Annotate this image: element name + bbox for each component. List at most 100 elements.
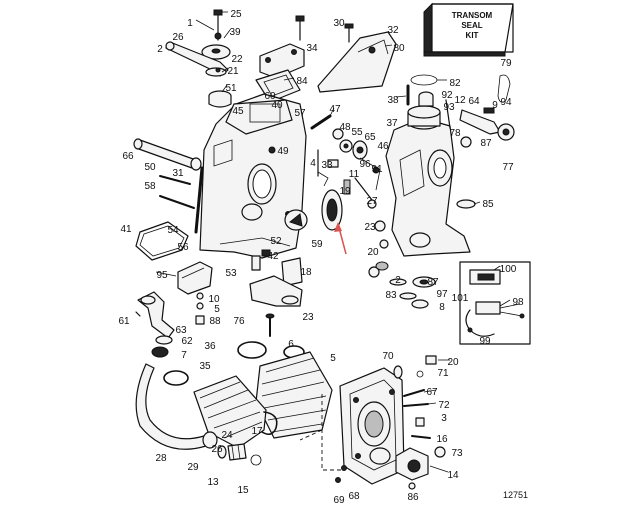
callout-c86: 86 <box>407 492 419 503</box>
callout-c25: 25 <box>230 9 242 20</box>
callout-c70: 70 <box>382 351 394 362</box>
callout-c55: 55 <box>351 127 363 138</box>
callout-c30: 30 <box>333 18 345 29</box>
callout-c29: 29 <box>187 462 199 473</box>
transom-plate <box>339 367 405 485</box>
top-cover <box>317 23 397 93</box>
center-small-parts <box>195 249 303 325</box>
callout-c88: 88 <box>209 316 221 327</box>
gasket-56 <box>135 221 189 261</box>
callout-c3: 3 <box>441 413 447 424</box>
callout-c60: 60 <box>264 91 276 102</box>
transom-hardware <box>335 355 446 490</box>
callout-c54: 54 <box>167 225 179 236</box>
callout-c42: 42 <box>267 251 279 262</box>
callout-c24: 24 <box>221 430 233 441</box>
callout-c11: 11 <box>349 169 360 180</box>
callout-c77: 77 <box>502 162 514 173</box>
callout-c79: 79 <box>500 58 512 69</box>
callout-c64: 64 <box>468 96 480 107</box>
callout-c23_top: 23 <box>364 222 376 233</box>
callout-c19: 19 <box>339 186 351 197</box>
callout-c48: 48 <box>339 122 351 133</box>
callout-c76: 76 <box>233 316 245 327</box>
callout-c83: 83 <box>385 290 397 301</box>
callout-c82: 82 <box>449 78 461 89</box>
callout-c61: 61 <box>118 316 130 327</box>
callout-c50: 50 <box>144 162 156 173</box>
kit-title-line1: TRANSOM <box>452 11 493 20</box>
callout-c58: 58 <box>144 181 156 192</box>
callout-c41: 41 <box>120 224 132 235</box>
u-joint-bellows <box>255 351 333 439</box>
callout-c10: 10 <box>208 294 220 305</box>
callout-c8: 8 <box>439 302 445 313</box>
callout-c35: 35 <box>199 361 211 372</box>
callout-c13: 13 <box>207 477 219 488</box>
callout-c62: 62 <box>181 336 193 347</box>
callout-c23_mid: 23 <box>302 312 314 323</box>
callout-c26_bot: 26 <box>211 444 223 455</box>
callout-c6: 6 <box>288 339 294 350</box>
upper-right-hardware <box>406 74 515 148</box>
callout-c20_bot: 20 <box>447 357 459 368</box>
callout-c7: 7 <box>181 350 187 361</box>
callout-c68: 68 <box>348 491 360 502</box>
callout-c51: 51 <box>225 83 237 94</box>
trim-sender-module <box>459 261 531 345</box>
callout-c85: 85 <box>482 199 494 210</box>
kit-title-line3: KIT <box>466 31 479 40</box>
callout-c87_mid: 87 <box>427 277 439 288</box>
callout-c2_mid: 2 <box>395 275 401 286</box>
callout-c5_top: 5 <box>214 304 220 315</box>
leader-lines <box>155 11 511 473</box>
hose-fitting <box>217 443 262 466</box>
callout-c67: 67 <box>426 387 438 398</box>
callout-c17: 17 <box>251 426 263 437</box>
callout-c26: 26 <box>172 32 184 43</box>
callout-c49: 49 <box>277 146 289 157</box>
callout-c18: 18 <box>300 267 312 278</box>
callout-c84: 84 <box>296 76 308 87</box>
callout-c45: 45 <box>232 106 244 117</box>
small-hardware-cluster <box>317 128 389 249</box>
transom-seal-kit-box: TRANSOM SEAL KIT <box>423 2 514 57</box>
callout-c94: 94 <box>500 97 512 108</box>
callout-c34: 34 <box>306 43 318 54</box>
bell-housing <box>385 105 471 257</box>
callout-c92: 92 <box>441 90 453 101</box>
callout-c36: 36 <box>204 341 216 352</box>
callout-c39: 39 <box>229 27 241 38</box>
callout-c72: 72 <box>438 400 450 411</box>
callout-c101: 101 <box>452 293 469 304</box>
callout-c14: 14 <box>447 470 459 481</box>
callout-c47: 47 <box>329 104 341 115</box>
callout-c73: 73 <box>451 448 463 459</box>
callout-c56: 56 <box>177 242 189 253</box>
callout-c12: 12 <box>454 95 466 106</box>
shift-bracket <box>259 15 305 79</box>
callout-c4: 4 <box>310 158 316 169</box>
bearing-assembly <box>284 189 343 231</box>
callout-c21: 21 <box>227 66 239 77</box>
callout-c96: 96 <box>359 159 371 170</box>
gimbal-housing <box>199 93 307 259</box>
callout-c71: 71 <box>437 368 449 379</box>
reference-number: 12751 <box>503 490 528 500</box>
callout-c69: 69 <box>333 495 345 506</box>
callout-c40: 40 <box>271 100 283 111</box>
callout-c93: 93 <box>443 102 455 113</box>
callout-c27: 27 <box>366 196 378 207</box>
callout-c59: 59 <box>311 239 323 250</box>
water-hose <box>135 363 218 450</box>
callout-c66: 66 <box>122 151 134 162</box>
callout-c33: 33 <box>321 160 333 171</box>
callout-c32: 32 <box>387 25 399 36</box>
right-mid-hardware <box>368 261 436 309</box>
water-elbow <box>135 291 175 358</box>
callout-c87_top: 87 <box>480 138 492 149</box>
callout-c16: 16 <box>436 434 448 445</box>
